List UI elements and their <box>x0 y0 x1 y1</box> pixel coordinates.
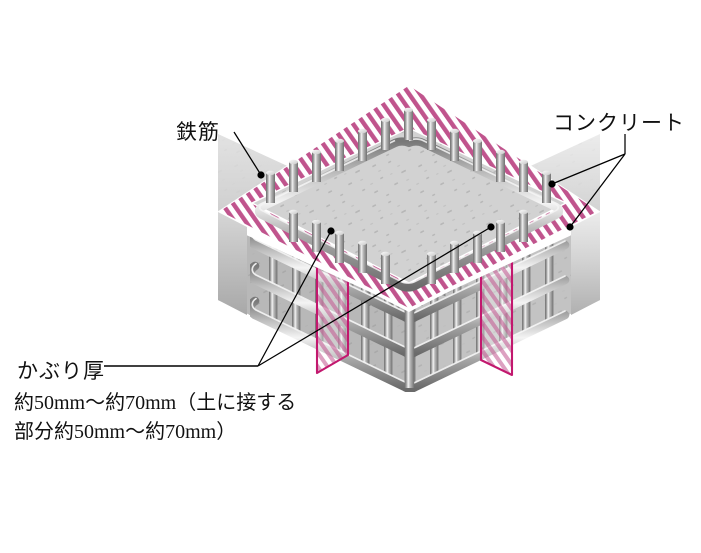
leader-lines <box>104 131 626 367</box>
leader-cover-a <box>257 230 332 367</box>
label-concrete: コンクリート <box>553 111 685 135</box>
outer-side-walls <box>218 212 600 315</box>
top-slab <box>217 84 601 312</box>
top-stubs <box>266 107 551 284</box>
dot-concrete-top <box>548 180 556 188</box>
label-rebar: 鉄筋 <box>176 120 220 144</box>
leader-rebar <box>233 131 262 176</box>
label-cover-title: かぶり厚 <box>17 359 105 383</box>
leader-dots <box>257 171 574 235</box>
top-rebar <box>254 107 564 292</box>
dot-rebar <box>257 171 265 179</box>
leader-cover-b <box>257 226 492 367</box>
label-cover-line2: 部分約50mm～約70mm） <box>14 421 237 443</box>
dot-concrete-wall <box>566 223 574 231</box>
dot-cover-right <box>487 223 495 231</box>
leader-concrete-b <box>569 153 626 228</box>
dot-cover-left <box>327 227 335 235</box>
label-cover-line1: 約50mm～約70mm（土に接する <box>14 392 297 414</box>
leader-concrete-a <box>551 153 626 185</box>
